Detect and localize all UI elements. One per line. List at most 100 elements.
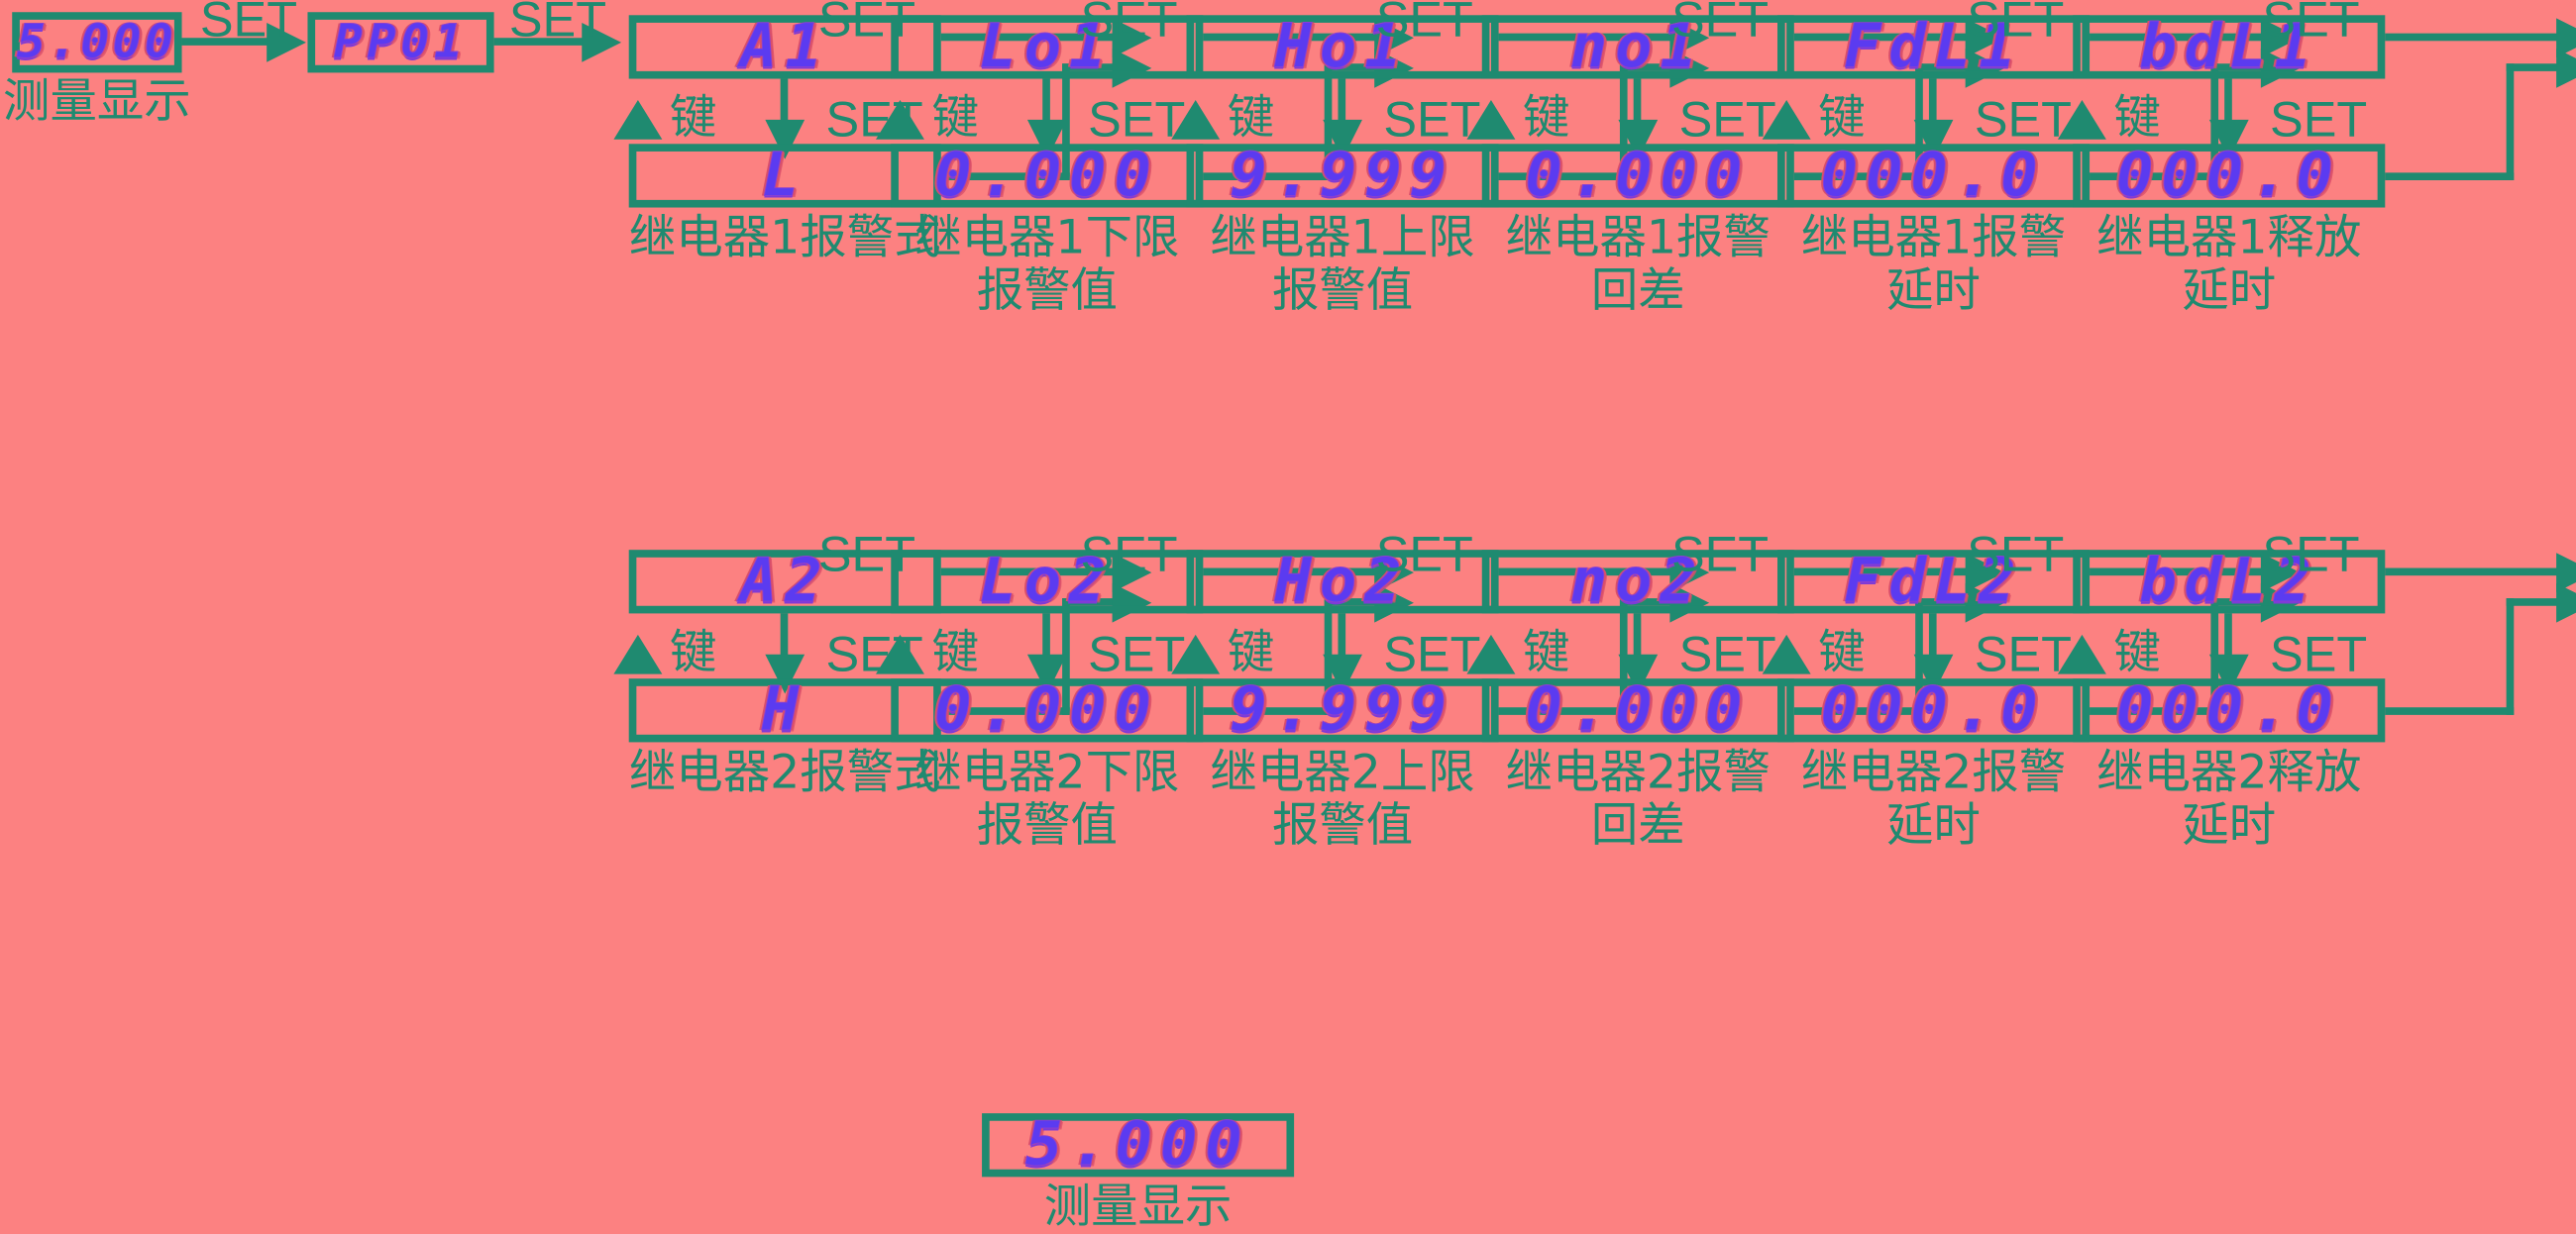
up-key-label-row1-col2: 键 [1171,94,1274,143]
lcd-row2-col2-top[interactable]: Ho2 [1186,547,1499,617]
lcd-pp01[interactable]: PP01 [307,12,494,73]
set-label-row1-col5-bottom: SET [2270,90,2368,148]
connector-row2-col2-top-out [1498,567,1679,576]
lcd-row1-col4-top[interactable]: FdL1 [1777,15,2091,79]
lcd-row2-col2-bottom[interactable]: 9.999 [1186,675,1499,746]
connector-row2-col0-down [780,613,789,663]
up-key-label-row1-col4: 键 [1762,90,1866,146]
set-label-row1-col1-bottom: SET [1088,90,1186,148]
lcd-row2-col0-bottom[interactable]: H [628,678,941,743]
lcd-row1-col2-bottom[interactable]: 9.999 [1186,141,1499,211]
caption-row1-col4: 继电器1报警 延时 [1800,210,2067,318]
arrowhead-row2-col2-down [1323,654,1362,694]
lcd-row2-col3-bottom[interactable]: 0.000 [1481,678,1794,743]
arrowhead-row2-col1-bot-out [1374,582,1414,623]
up-key-text: 键 [670,625,717,680]
lcd-value: no1 [1570,12,1706,82]
connector-row1-col2-top-out [1498,33,1679,42]
lcd-row2-col4-bottom[interactable]: 000.0 [1777,678,2091,743]
lcd-value: Lo2 [979,547,1115,617]
up-key-label-row2-col3: 键 [1466,629,1569,677]
set-label-row1-col3-bottom: SET [1678,90,1776,148]
up-triangle-icon [1466,634,1516,674]
caption-row2-col5: 继电器2释放 延时 [2096,745,2362,853]
lcd-row1-col4-bottom[interactable]: 000.0 [1777,144,2091,208]
up-key-text: 键 [1818,90,1866,146]
lcd-row1-col5-top[interactable]: bdL1 [2073,15,2386,79]
set-label-row2-col5-top: SET [2262,525,2360,582]
lcd-row1-col1-bottom[interactable]: 0.000 [891,141,1204,211]
lcd-value: 0.000 [934,141,1160,211]
arrowhead-row1-col3-bot-out [1965,48,2005,88]
up-key-label-row2-col5: 键 [2057,629,2161,677]
connector-row1-col0-bot-h2 [1062,63,1124,71]
arrowhead-row2-col4-down [1913,654,1954,694]
caption-row1-col0: 继电器1报警式 [628,210,941,265]
set-label-entry: SET [199,0,298,48]
connector-row2-col4-bot-h2 [2210,598,2272,606]
arrowhead-row1-col5-top-out [2556,18,2576,58]
arrowhead-row1-col4-down [1913,119,1954,159]
connector-row1-col3-bot-h [1793,172,1923,180]
connector-row1-col4-bot-h [2090,172,2219,180]
up-triangle-icon [1762,634,1811,674]
connector-row2-col3-top-out [1793,567,1975,576]
up-key-label-row2-col0: 键 [613,629,716,677]
up-key-label-row2-col2: 键 [1171,629,1274,677]
lcd-row2-col1-bottom[interactable]: 0.000 [891,675,1204,746]
arrowhead-row1-col2-down [1323,119,1362,159]
up-key-label-row2-col4: 键 [1762,629,1866,677]
lcd-value: Ho2 [1275,547,1411,617]
connector-row1-col4-top-out [2090,33,2271,42]
lcd-row1-col3-bottom[interactable]: 0.000 [1481,144,1794,208]
up-key-label-row1-col1: 键 [876,94,979,143]
lcd-row2-col1-top[interactable]: Lo2 [891,547,1204,617]
connector-row1-col1-down [1042,78,1050,128]
arrowhead-row1-col2-bot-out [1669,48,1710,88]
lcd-value: 9.999 [1230,141,1455,211]
up-key-label-row1-col0: 键 [613,94,716,143]
set-label-row2-col4-bottom: SET [1974,625,2072,682]
up-key-text: 键 [1227,90,1275,146]
lcd-row1-col1-top[interactable]: Lo1 [891,12,1204,82]
lcd-value: PP01 [333,14,469,69]
lcd-row1-col0-top[interactable]: A1 [628,15,941,79]
arrowhead-row2-col5-top-out [2556,553,2576,592]
lcd-value: 0.000 [934,675,1160,746]
connector-row1-col5-bot-h [2385,172,2515,180]
up-key-text: 键 [931,625,979,680]
lcd-row1-col5-bottom[interactable]: 000.0 [2073,144,2386,208]
connector-row2-col3-bot-h2 [1915,598,1977,606]
lcd-row2-col3-top[interactable]: no2 [1481,550,1794,614]
flow-diagram-canvas: 5.000 测量显示 SET PP01 SET A1 键 L 继电器1报警式 S… [3,0,2576,1233]
up-key-label-row2-col1: 键 [876,629,979,677]
arrowhead-row2-col3-down [1618,654,1659,694]
connector-row2-col5-top-out [2385,567,2566,576]
connector-row1-col2-bot-h2 [1619,63,1681,71]
connector-row2-col3-bot-h [1793,707,1923,715]
set-label-pp01: SET [508,0,607,48]
lcd-row2-col0-top[interactable]: A2 [628,550,941,614]
lcd-value: 9.999 [1230,675,1455,746]
lcd-row2-col5-top[interactable]: bdL2 [2073,550,2386,614]
connector-row1-col0-top-out [940,33,1122,42]
arrowhead-row2-col5-down [2208,654,2249,694]
connector-row1-col5-down [2224,78,2232,128]
lcd-row1-col0-bottom[interactable]: L [628,141,941,211]
lcd-row1-col3-top[interactable]: no1 [1481,12,1794,82]
connector-row2-col1-bot-h2 [1324,598,1385,606]
lcd-row2-col4-top[interactable]: FdL2 [1777,547,2091,617]
lcd-exit-measurement[interactable]: 5.000 [982,1113,1295,1178]
lcd-value: 5.000 [17,14,177,69]
lcd-value: FdL2 [1843,547,2024,617]
lcd-row2-col5-bottom[interactable]: 000.0 [2073,678,2386,743]
connector-row1-col5-bot-v [2506,63,2515,180]
lcd-value: Lo1 [979,12,1115,82]
lcd-value: L [762,141,807,211]
lcd-entry-measurement[interactable]: 5.000 [12,12,182,73]
lcd-row1-col2-top[interactable]: Ho1 [1186,15,1499,79]
caption-row2-col0: 继电器2报警式 [628,745,941,800]
caption-row1-col1: 继电器1下限 报警值 [914,210,1180,318]
connector-row2-col5-down [2224,613,2232,663]
up-key-text: 键 [1227,625,1275,680]
